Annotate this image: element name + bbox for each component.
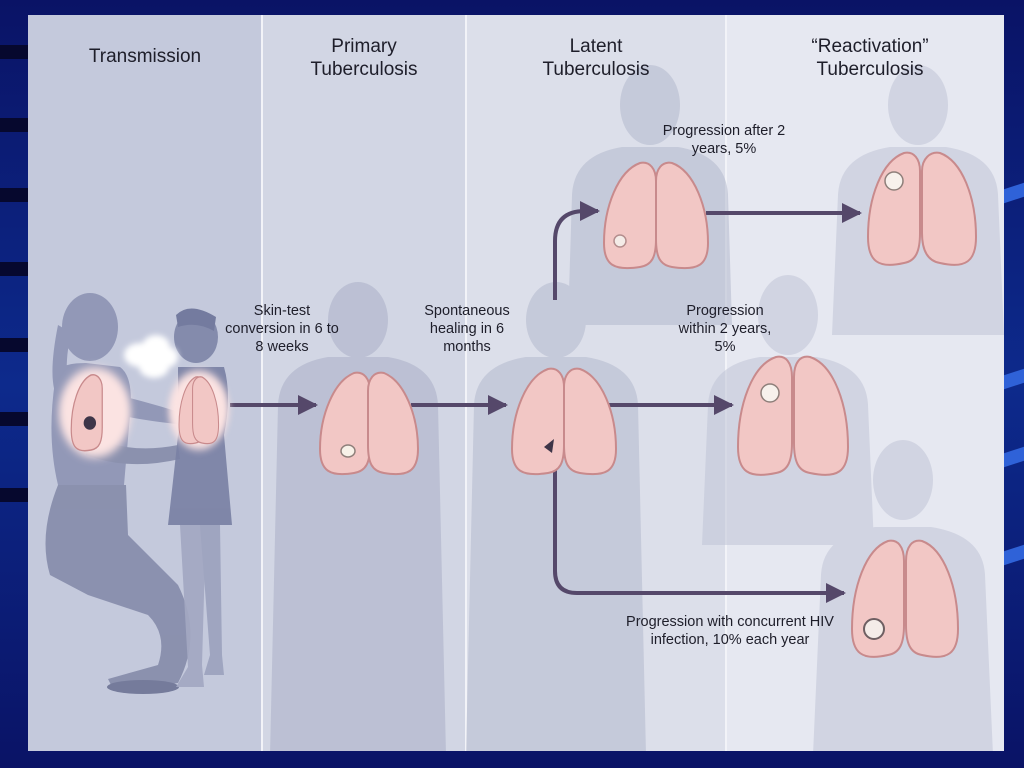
arrow-icon [553, 455, 846, 603]
left-stripe [0, 488, 28, 502]
lesion-icon [340, 444, 356, 458]
breath-cloud-icon [124, 335, 178, 378]
stage-title-transmission: Transmission [88, 46, 202, 67]
lesion-icon [613, 234, 627, 248]
lungs-latent [510, 367, 618, 476]
lungs-reactivation-top [866, 151, 978, 266]
panel-divider [261, 15, 263, 751]
arrow-icon [553, 201, 600, 300]
left-stripe [0, 262, 28, 276]
lesion-icon [544, 439, 554, 453]
lungs-woman [58, 367, 131, 458]
label-hiv: Progression with concurrent HIV infectio… [626, 614, 834, 648]
left-stripe [0, 188, 28, 202]
stage-title-primary: Primary Tuberculosis [310, 36, 418, 80]
tb-progression-figure: Transmission Primary Tuberculosis Latent… [28, 15, 1004, 751]
stage-title-reactivation: “Reactivation” Tuberculosis [811, 36, 929, 80]
lesion-icon [760, 383, 780, 403]
diagram-artwork [45, 65, 1004, 751]
lungs-hiv [850, 539, 960, 658]
label-within-2-years: Progression within 2 years, 5% [678, 303, 772, 355]
label-healing: Spontaneous healing in 6 months [424, 303, 510, 355]
lesion-icon [863, 618, 885, 640]
left-stripe [0, 338, 28, 352]
left-stripe [0, 118, 28, 132]
stage-title-latent: Latent Tuberculosis [542, 36, 650, 80]
left-stripe [0, 412, 28, 426]
lungs-primary [318, 371, 420, 476]
lungs-latent-upper [602, 161, 710, 270]
lesion-icon [83, 416, 97, 430]
panel-divider [465, 15, 467, 751]
left-stripe [0, 45, 28, 59]
arrows [230, 201, 862, 603]
lungs-child [168, 370, 229, 450]
label-after-2-years: Progression after 2 years, 5% [662, 123, 786, 157]
lesion-icon [884, 171, 904, 191]
label-skin-test: Skin-test conversion in 6 to 8 weeks [225, 303, 339, 355]
lungs-within-2-years [736, 355, 850, 476]
